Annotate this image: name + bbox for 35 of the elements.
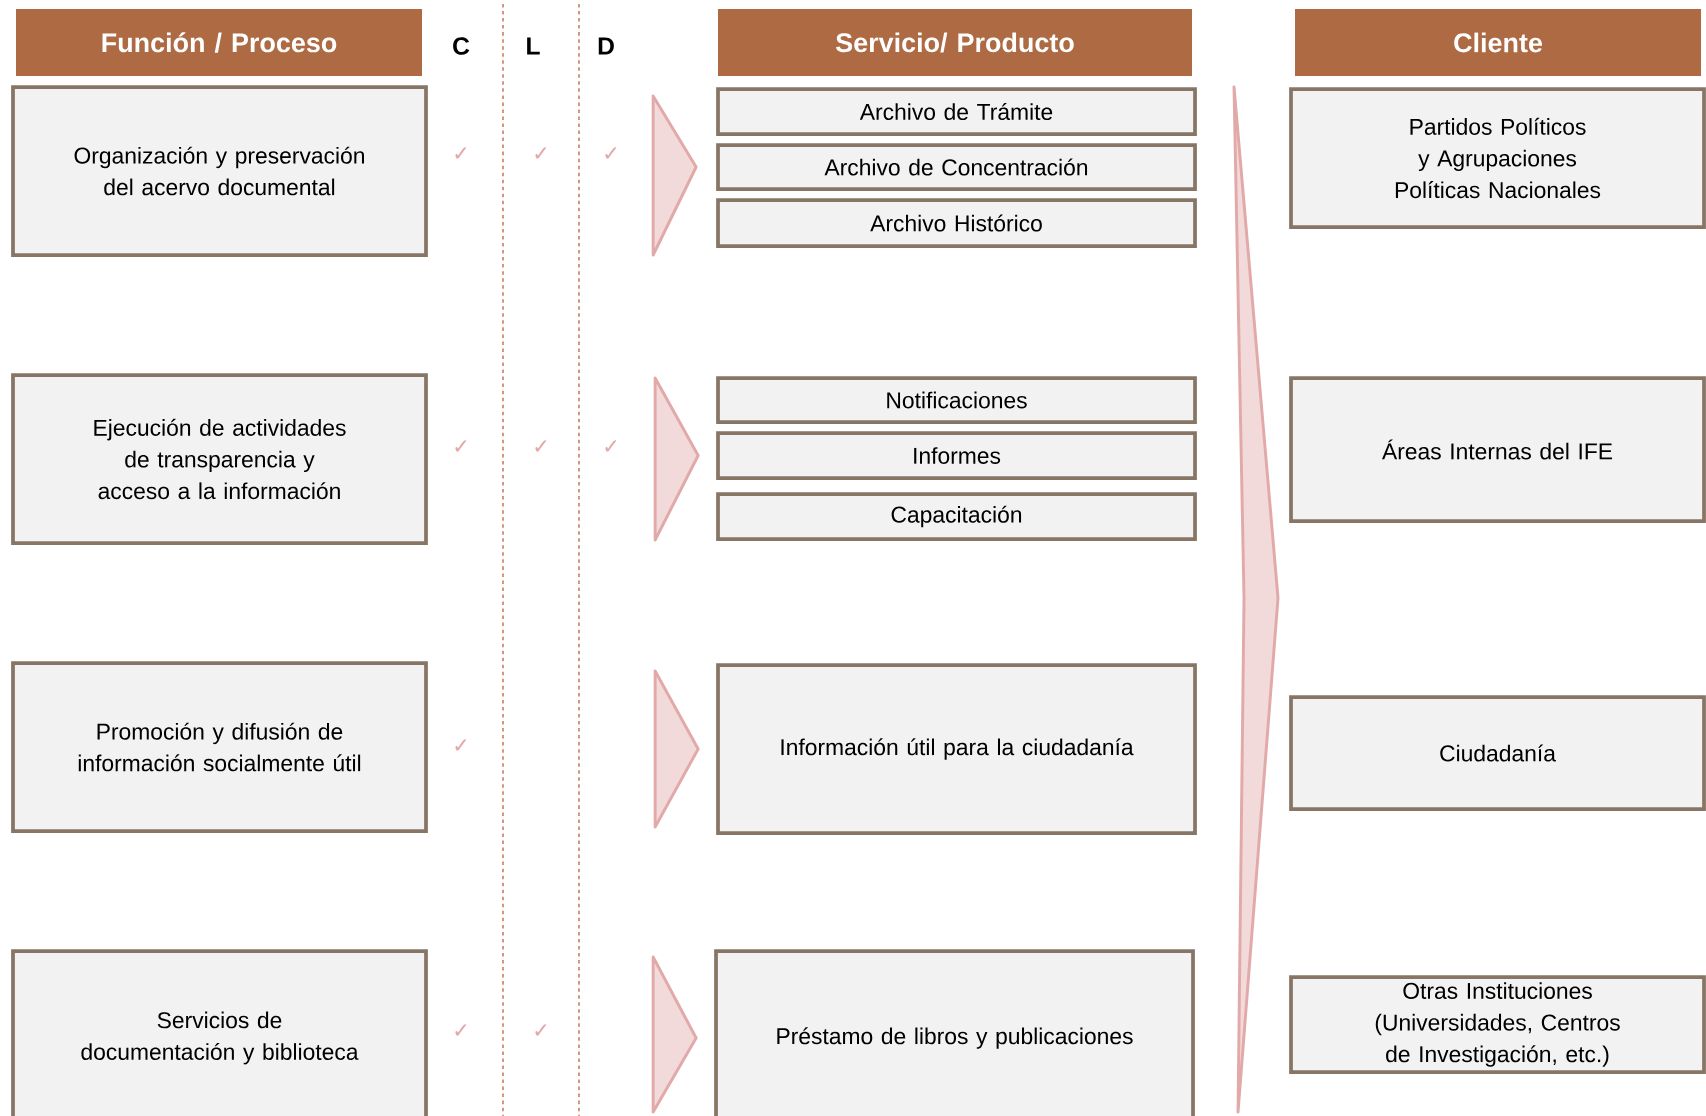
text-box: Servicios de documentación y biblioteca	[11, 949, 428, 1116]
text-box: Partidos Políticos y Agrupaciones Políticas Nacionales	[1289, 87, 1706, 229]
check-mark: ✓	[455, 739, 467, 751]
check-mark: ✓	[455, 440, 467, 452]
column-letter: L	[527, 37, 540, 55]
text-box: Ciudadanía	[1289, 695, 1706, 811]
check-mark: ✓	[455, 147, 467, 159]
text-box: Información útil para la ciudadanía	[716, 663, 1197, 835]
check-mark: ✓	[535, 147, 547, 159]
service-box: Archivo de Trámite	[716, 87, 1197, 136]
chevron-arrow	[651, 94, 698, 257]
service-box: Archivo de Concentración	[716, 143, 1197, 191]
header-bar: Cliente	[1295, 9, 1701, 76]
check-mark: ✓	[535, 1024, 547, 1036]
service-box: Archivo Histórico	[716, 198, 1197, 248]
check-mark: ✓	[605, 147, 617, 159]
text-box: Promoción y difusión de información socialmente útil	[11, 661, 428, 833]
check-mark: ✓	[605, 440, 617, 452]
check-mark: ✓	[535, 440, 547, 452]
check-mark: ✓	[455, 1024, 467, 1036]
column-letter: D	[598, 37, 614, 55]
text-box: Préstamo de libros y publicaciones	[714, 949, 1195, 1116]
chevron-arrow	[653, 376, 700, 542]
column-letter: C	[453, 37, 470, 55]
chevron-arrow	[651, 955, 698, 1114]
text-box: Otras Instituciones (Universidades, Centros de Investigación, etc.)	[1289, 975, 1706, 1074]
text-box: Ejecución de actividades de transparencia y acceso a la información	[11, 373, 428, 545]
header-bar: Servicio/ Producto	[718, 9, 1192, 76]
header-bar: Función / Proceso	[16, 9, 422, 76]
service-box: Informes	[716, 431, 1197, 480]
text-box: Organización y preservación del acervo documental	[11, 85, 428, 257]
service-box: Capacitación	[716, 492, 1197, 541]
text-box: Áreas Internas del IFE	[1289, 376, 1706, 523]
chevron-arrow	[653, 669, 700, 829]
service-box: Notificaciones	[716, 376, 1197, 424]
